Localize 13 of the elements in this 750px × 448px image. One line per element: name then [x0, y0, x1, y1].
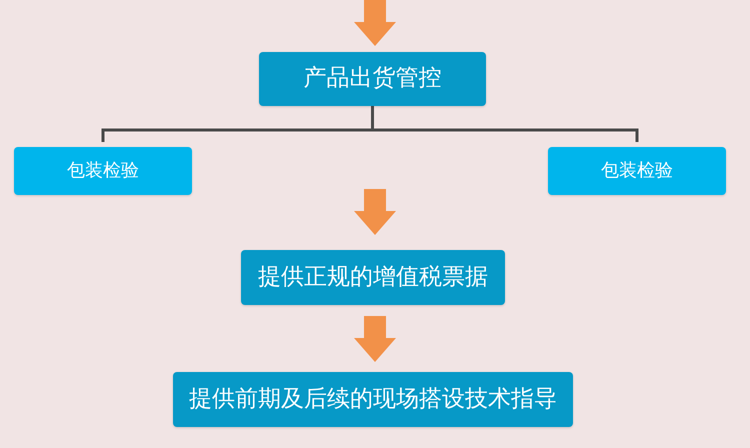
node-label: 包装检验 [601, 160, 673, 182]
node-label: 包装检验 [67, 160, 139, 182]
process-box [173, 372, 573, 427]
node-label: 提供正规的增值税票据 [258, 264, 488, 292]
process-box [548, 147, 726, 195]
node-label: 提供前期及后续的现场搭设技术指导 [189, 386, 557, 414]
process-box [241, 250, 505, 305]
process-box [259, 52, 486, 106]
arrow [354, 189, 396, 235]
node-label: 产品出货管控 [304, 65, 442, 93]
arrow [354, 0, 396, 46]
arrow [354, 316, 396, 362]
process-box [14, 147, 192, 195]
